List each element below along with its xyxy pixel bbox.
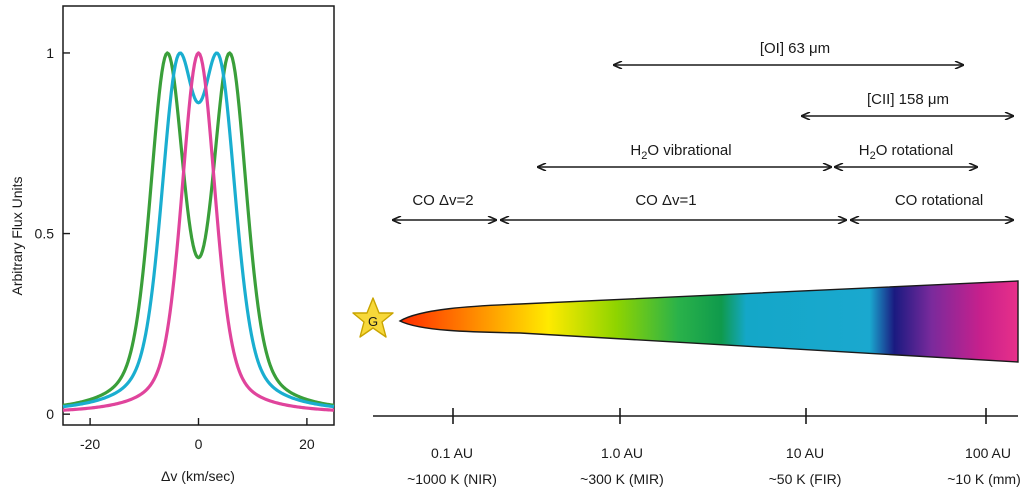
series-line-0: [62, 51, 335, 407]
tracer-co-dv1: CO Δv=1: [501, 192, 846, 220]
series-line-1: [62, 51, 335, 409]
tracer-cii: [CII] 158 μm: [802, 91, 1013, 116]
series-line-2: [62, 51, 335, 412]
distance-scale: 0.1 AU 1.0 AU 10 AU 100 AU ~1000 K (NIR)…: [373, 408, 1021, 487]
tracer-cii-label: [CII] 158: [867, 91, 928, 108]
tracer-co-rotational: CO rotational: [851, 192, 1013, 220]
x-tick-label: -20: [80, 436, 100, 452]
svg-text:[CII] 158 μm: [CII] 158 μm: [867, 91, 949, 108]
series-curves: [62, 51, 335, 412]
scale-distance-3: 100 AU: [965, 445, 1011, 461]
scale-distance-2: 10 AU: [786, 445, 824, 461]
tracer-h2o-vibrational: H2O vibrational: [538, 142, 831, 167]
y-tick-label: 1: [46, 45, 54, 61]
line-profile-chart: Arbitrary Flux Units Δv (km/sec) -20 0 20 0…: [9, 5, 335, 484]
scale-distance-0: 0.1 AU: [431, 445, 473, 461]
scale-distance-1: 1.0 AU: [601, 445, 643, 461]
tracer-h2o-vib-label: H: [630, 142, 641, 159]
x-tick-label: 20: [299, 436, 315, 452]
tracer-co-dv2: CO Δv=2: [393, 192, 496, 220]
x-axis-label: Δv (km/sec): [161, 468, 235, 484]
tracer-co-dv2-label: CO Δv=2: [412, 192, 473, 209]
scale-temperature-1: ~300 K (MIR): [580, 471, 664, 487]
svg-text:H2O vibrational: H2O vibrational: [630, 142, 731, 162]
tracer-h2o-rot-label: H: [859, 142, 870, 159]
svg-text:H2O rotational: H2O rotational: [859, 142, 954, 162]
axis-ticks: -20 0 20 0 0.5 1: [35, 45, 315, 452]
tracer-oi: [OI] 63 μm: [614, 40, 963, 65]
y-axis-label: Arbitrary Flux Units: [9, 176, 25, 295]
star-icon: G: [352, 297, 394, 338]
disk-diagram: G [OI] 63 μm [CII] 158 μm H2O vibrationa…: [352, 40, 1021, 487]
x-tick-label: 0: [195, 436, 203, 452]
scale-temperature-0: ~1000 K (NIR): [407, 471, 497, 487]
svg-text:[OI] 63 μm: [OI] 63 μm: [760, 40, 830, 57]
tracer-h2o-rotational: H2O rotational: [835, 142, 977, 167]
y-tick-label: 0.5: [35, 226, 55, 242]
tracer-oi-label: [OI] 63: [760, 40, 809, 57]
star-label: G: [368, 314, 378, 329]
y-tick-label: 0: [46, 406, 54, 422]
scale-temperature-2: ~50 K (FIR): [769, 471, 842, 487]
scale-temperature-3: ~10 K (mm): [947, 471, 1021, 487]
tracer-co-dv1-label: CO Δv=1: [635, 192, 696, 209]
tracer-co-rot-label: CO rotational: [895, 192, 983, 209]
protoplanetary-disk: [398, 280, 1019, 363]
plot-frame: [62, 5, 335, 426]
